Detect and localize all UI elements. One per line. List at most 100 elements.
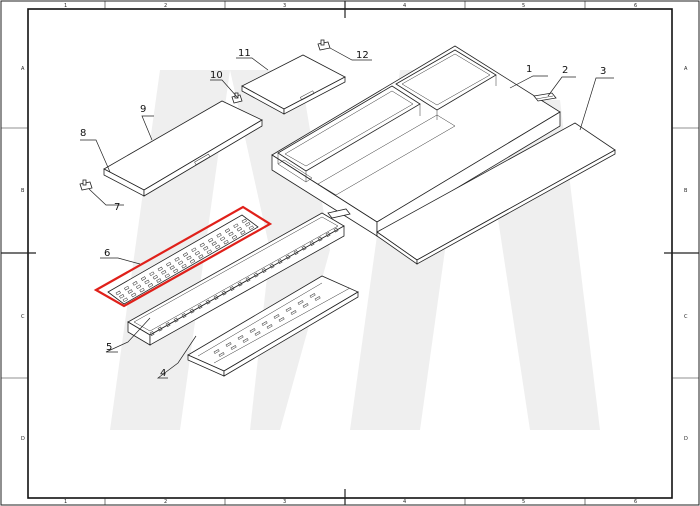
slot (254, 331, 261, 336)
zone-number-top: 5 (522, 3, 525, 9)
zone-number-top: 6 (634, 3, 637, 9)
part-6-highlight-box (93, 205, 273, 308)
slot (135, 284, 142, 290)
slot (164, 273, 170, 279)
slot (198, 254, 204, 259)
leader-lines (80, 47, 614, 379)
slot (269, 263, 275, 269)
part-5-tray (127, 212, 345, 346)
slot (191, 247, 197, 253)
callout-5: 5 (106, 342, 112, 353)
slot (309, 293, 316, 298)
slot (237, 281, 243, 287)
tray-holes (149, 227, 339, 336)
slot (229, 286, 235, 291)
part-3-panel (376, 122, 616, 265)
slot (165, 322, 171, 327)
zone-letter-right: A (684, 66, 688, 72)
zone-letter-right: D (684, 436, 688, 442)
zone-number-bottom: 4 (403, 499, 406, 505)
callout-6: 6 (104, 248, 110, 259)
part-6-grille (93, 205, 273, 308)
slot (285, 307, 292, 312)
zone-letter-left: A (21, 66, 25, 72)
callout-12: 12 (356, 50, 369, 61)
zone-letter-right: C (684, 314, 688, 320)
slot (245, 222, 251, 227)
slot (278, 317, 285, 322)
slot (277, 259, 283, 264)
slot (253, 272, 259, 278)
slot (181, 313, 187, 318)
slot (197, 304, 203, 309)
slot (206, 249, 212, 255)
slot (218, 352, 225, 357)
slot (302, 303, 309, 308)
slot (186, 255, 192, 261)
slot (224, 228, 231, 233)
zone-letter-right: B (684, 188, 688, 194)
slot (166, 261, 172, 267)
slot (237, 335, 244, 340)
slot (285, 254, 291, 260)
part-10-clip (231, 92, 243, 104)
part-9-cover (103, 100, 263, 197)
slot (317, 236, 323, 242)
slot (293, 250, 299, 255)
slot (131, 292, 137, 298)
slot (169, 265, 175, 270)
slot (230, 345, 237, 350)
slot (213, 349, 220, 354)
cabinet-bracket (327, 208, 351, 219)
part-11-cover (241, 54, 346, 115)
slot (127, 289, 133, 294)
slot (199, 242, 205, 248)
zone-number-bottom: 2 (164, 499, 167, 505)
slot (203, 246, 209, 251)
part-1-cabinet (271, 45, 561, 237)
slot (194, 250, 201, 256)
slot (139, 287, 145, 293)
slot (173, 268, 179, 274)
callout-7: 7 (114, 202, 120, 213)
zone-number-bottom: 1 (64, 499, 67, 505)
slot (149, 331, 155, 336)
slot (173, 317, 179, 323)
slot (240, 230, 246, 235)
callout-2: 2 (562, 65, 568, 76)
slot (182, 252, 189, 257)
slot (152, 274, 159, 280)
slot (132, 281, 138, 286)
zone-letter-left: B (21, 188, 25, 194)
slot (115, 290, 121, 296)
callout-8: 8 (80, 128, 86, 139)
slot (241, 218, 247, 224)
rack-slots (213, 293, 321, 357)
slot (215, 244, 221, 250)
slot (249, 328, 256, 333)
callout-10: 10 (210, 70, 223, 81)
slot (242, 338, 249, 343)
slot (124, 285, 130, 291)
zone-number-top: 1 (64, 3, 67, 9)
part-2-bracket (533, 92, 557, 102)
slot (189, 259, 196, 264)
slot (266, 324, 273, 329)
slot (261, 268, 267, 273)
slot (233, 223, 239, 229)
callout-1: 1 (526, 64, 532, 75)
zone-number-top: 3 (283, 3, 286, 9)
slot (119, 294, 125, 299)
slot (208, 237, 214, 243)
slot (236, 226, 243, 232)
slot (156, 278, 162, 283)
slot (213, 295, 219, 300)
slot (273, 314, 280, 319)
slot (309, 241, 315, 246)
slot (189, 308, 195, 314)
slot (297, 300, 304, 305)
slot (325, 232, 331, 237)
slot (149, 271, 155, 277)
